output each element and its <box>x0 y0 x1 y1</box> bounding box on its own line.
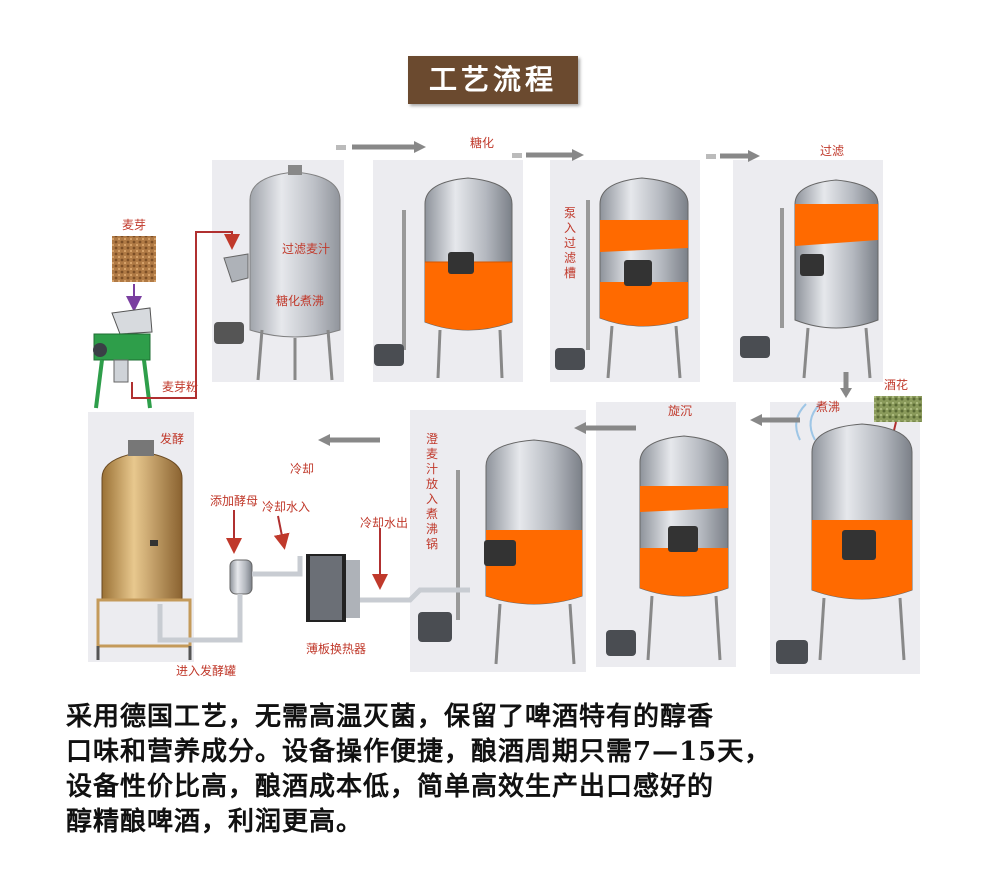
label-pump-into-kettle: 澄麦汁放入煮沸锅 <box>426 432 440 552</box>
description-line-3: 设备性价比高，酿酒成本低，简单高效生产出口感好的 <box>66 770 946 805</box>
cooling-pipe <box>252 556 300 574</box>
flow-arrow-2 <box>512 149 584 161</box>
fermenter-vessel <box>98 440 190 660</box>
flow-arrow-6 <box>318 434 380 446</box>
plate-heat-exchanger <box>306 554 360 622</box>
label-malt-powder: 麦芽粉 <box>162 378 198 395</box>
label-hops: 酒花 <box>884 376 908 393</box>
yeast-tank <box>230 560 252 594</box>
clear-wort-vessel <box>418 440 582 664</box>
filter-vessel <box>740 180 878 378</box>
label-saccharify: 糖化 <box>470 134 494 151</box>
wort-pipe <box>360 590 470 600</box>
label-filter: 过滤 <box>820 142 844 159</box>
flow-arrow-4 <box>750 414 800 426</box>
boil-kettle-vessel <box>776 404 912 664</box>
whirlpool-vessel <box>606 436 728 660</box>
flow-arrow-down <box>840 372 852 398</box>
flow-arrow-5 <box>574 422 636 434</box>
hops-sample <box>874 396 922 422</box>
description-line-2: 口味和营养成分。设备操作便捷，酿酒周期只需7—15天， <box>66 735 946 770</box>
label-plate-heat-exchanger: 薄板换热器 <box>306 640 366 657</box>
label-pump-into-lauter: 泵入过滤槽 <box>564 206 578 281</box>
label-into-fermenter: 进入发酵罐 <box>176 662 236 679</box>
malt-mill <box>93 308 152 408</box>
label-cooling-water-in: 冷却水入 <box>262 498 310 515</box>
cooling-water-in-arrow <box>278 516 284 546</box>
description: 采用德国工艺，无需高温灭菌，保留了啤酒特有的醇香 口味和营养成分。设备操作便捷，… <box>66 700 946 840</box>
description-line-4: 醇精酿啤酒，利润更高。 <box>66 805 946 840</box>
label-cooling-water-out: 冷却水出 <box>360 514 408 531</box>
label-boil: 煮沸 <box>816 398 840 415</box>
flow-arrow-3 <box>706 150 760 162</box>
label-fermentation: 发酵 <box>160 430 184 447</box>
mash-tun-vessel <box>214 165 340 380</box>
flow-arrow-1 <box>336 141 426 153</box>
label-malt: 麦芽 <box>122 216 146 233</box>
label-mash: 糖化煮沸 <box>276 292 324 309</box>
label-cooling: 冷却 <box>290 460 314 477</box>
saccharify-vessel <box>374 178 512 378</box>
label-add-yeast: 添加酵母 <box>210 492 258 509</box>
label-lauter-tun: 过滤麦汁 <box>282 240 330 257</box>
description-line-1: 采用德国工艺，无需高温灭菌，保留了啤酒特有的醇香 <box>66 700 946 735</box>
label-whirlpool: 旋沉 <box>668 402 692 419</box>
malt-sample <box>112 236 156 282</box>
